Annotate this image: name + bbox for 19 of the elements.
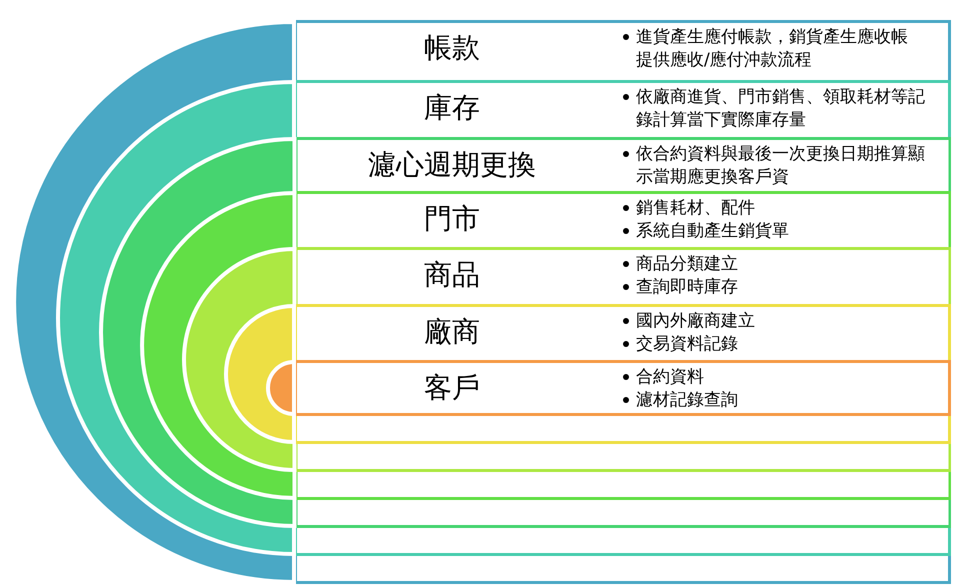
section-title: 濾心週期更換 xyxy=(368,148,536,181)
bullet-text: 銷售耗材、配件 xyxy=(636,197,755,220)
bullet-text: 合約資料 xyxy=(636,366,704,389)
section-title: 庫存 xyxy=(424,91,480,124)
section-title: 帳款 xyxy=(424,31,480,64)
bullet-text: 查詢即時庫存 xyxy=(636,276,738,299)
bullet-text: 系統自動產生銷貨單 xyxy=(636,220,789,243)
section-title: 廠商 xyxy=(424,315,480,348)
bullet-text: 依廠商進貨、門市銷售、領取耗材等記錄計算當下實際庫存量 xyxy=(636,86,926,132)
section-title: 客戶 xyxy=(424,371,480,404)
bullet-text: 濾材記錄查詢 xyxy=(636,389,738,412)
bullet-text: 進貨產生應付帳款，銷貨產生應收帳 xyxy=(636,26,908,49)
bullet-text: 依合約資料與最後一次更換日期推算顯示當期應更換客戶資 xyxy=(636,143,926,189)
note-text: 提供應收/應付沖款流程 xyxy=(636,49,812,72)
section-title: 門市 xyxy=(424,202,480,235)
bullet-text: 國內外廠商建立 xyxy=(636,310,755,333)
bullet-text: 商品分類建立 xyxy=(636,253,738,276)
section-title: 商品 xyxy=(424,258,480,291)
bullet-text: 交易資料記錄 xyxy=(636,333,738,356)
